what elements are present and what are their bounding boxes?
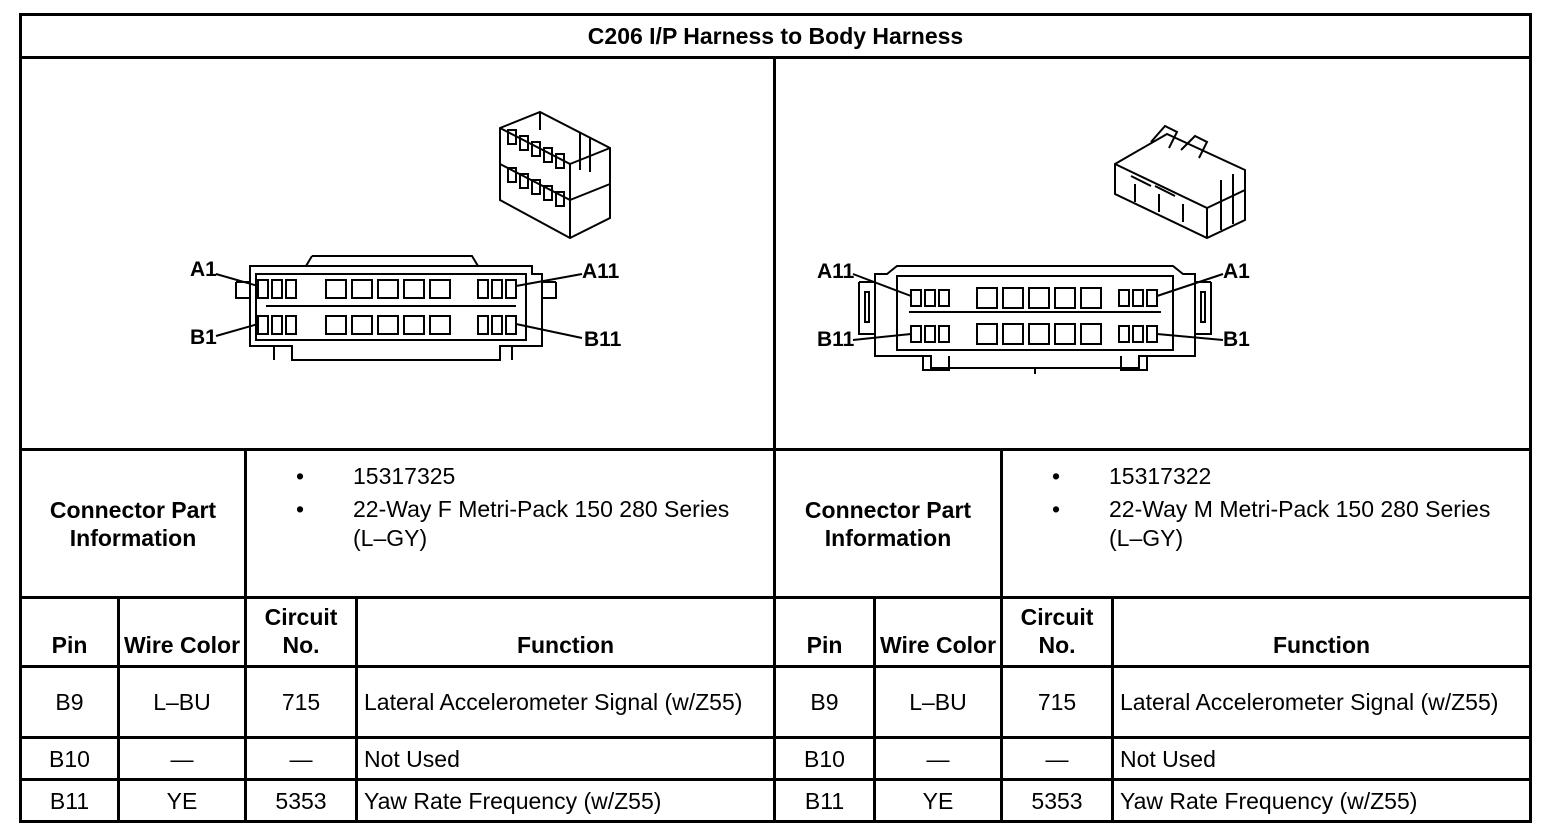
cell-pin: B11 (804, 787, 845, 814)
left-part-info-label: Connector Part Information (49, 496, 217, 551)
part-description: 22-Way M Metri-Pack 150 280 Series (L–GY… (1109, 496, 1491, 551)
header-function: Function (1272, 632, 1371, 658)
right-face-view (852, 265, 1224, 374)
list-item: •22-Way M Metri-Pack 150 280 Series (L–G… (1003, 495, 1529, 553)
male-connector-drawing (852, 124, 1246, 374)
right-iso-connector (1114, 124, 1246, 240)
cell-function: Not Used (1120, 745, 1216, 772)
cell-wire-color: — (170, 745, 194, 772)
header-pin: Pin (806, 632, 843, 658)
left-col-divider-2 (244, 596, 247, 823)
list-item: •15317325 (295, 463, 456, 489)
cell-circuit-no: 5353 (275, 787, 327, 814)
cell-function: Not Used (364, 745, 460, 772)
pin-label-bottom-right: B11 (584, 328, 622, 351)
right-col-divider-3 (1111, 596, 1114, 823)
cell-pin: B9 (55, 689, 84, 715)
list-item: •15317322 (1051, 463, 1212, 489)
left-connector-diagram: A1 A11 B1 B11 (22, 60, 774, 448)
cell-pin: B10 (804, 745, 845, 772)
cell-pin: B11 (49, 787, 90, 814)
pin-label-top-left: A1 (190, 258, 217, 281)
cell-wire-color: YE (922, 787, 954, 814)
cell-wire-color: — (926, 745, 950, 772)
header-pin: Pin (51, 632, 88, 658)
left-col-divider-3 (355, 596, 358, 823)
pin-label-top-left: A11 (817, 260, 855, 283)
left-iso-connector (499, 110, 611, 240)
right-connector-diagram: A11 A1 B11 B1 (777, 60, 1529, 448)
right-part-info-list: •15317322 •22-Way M Metri-Pack 150 280 S… (1003, 462, 1529, 553)
pin-label-bottom-right: B1 (1223, 328, 1250, 351)
header-function: Function (516, 632, 615, 658)
cell-pin: B10 (49, 745, 90, 772)
header-circuit-no: Circuit No. (1020, 604, 1094, 658)
part-description: 22-Way F Metri-Pack 150 280 Series (L–GY… (353, 496, 730, 551)
list-item: •22-Way F Metri-Pack 150 280 Series (L–G… (247, 495, 773, 553)
left-part-info-divider (244, 448, 247, 599)
pin-label-bottom-left: B11 (817, 328, 855, 351)
cell-function: Lateral Accelerometer Signal (w/Z55) (364, 689, 743, 715)
left-face-view (215, 255, 583, 361)
cell-circuit-no: 5353 (1031, 787, 1083, 814)
part-number: 15317322 (1109, 463, 1212, 489)
cell-function: Yaw Rate Frequency (w/Z55) (364, 787, 662, 814)
cell-wire-color: L–BU (909, 689, 967, 715)
page-title: C206 I/P Harness to Body Harness (587, 22, 964, 49)
cell-wire-color: YE (166, 787, 198, 814)
header-wire-color: Wire Color (879, 632, 997, 658)
header-circuit-no: Circuit No. (264, 604, 338, 658)
pin-label-top-right: A11 (582, 260, 620, 283)
right-part-info-divider (1000, 448, 1003, 599)
pin-label-top-right: A1 (1223, 260, 1250, 283)
left-part-info-list: •15317325 •22-Way F Metri-Pack 150 280 S… (247, 462, 773, 553)
right-col-divider-1 (873, 596, 876, 823)
header-wire-color: Wire Color (123, 632, 241, 658)
cell-function: Lateral Accelerometer Signal (w/Z55) (1120, 689, 1499, 715)
right-part-info-label: Connector Part Information (804, 496, 972, 551)
left-col-divider-1 (117, 596, 120, 823)
right-col-divider-2 (1000, 596, 1003, 823)
center-divider (773, 56, 776, 823)
cell-wire-color: L–BU (153, 689, 211, 715)
cell-circuit-no: — (289, 745, 313, 772)
cell-pin: B9 (810, 689, 839, 715)
part-number: 15317325 (353, 463, 456, 489)
pin-label-bottom-left: B1 (190, 326, 217, 349)
cell-circuit-no: 715 (281, 689, 321, 715)
cell-circuit-no: 715 (1037, 689, 1077, 715)
cell-function: Yaw Rate Frequency (w/Z55) (1120, 787, 1418, 814)
cell-circuit-no: — (1045, 745, 1069, 772)
female-connector-drawing (215, 110, 611, 361)
